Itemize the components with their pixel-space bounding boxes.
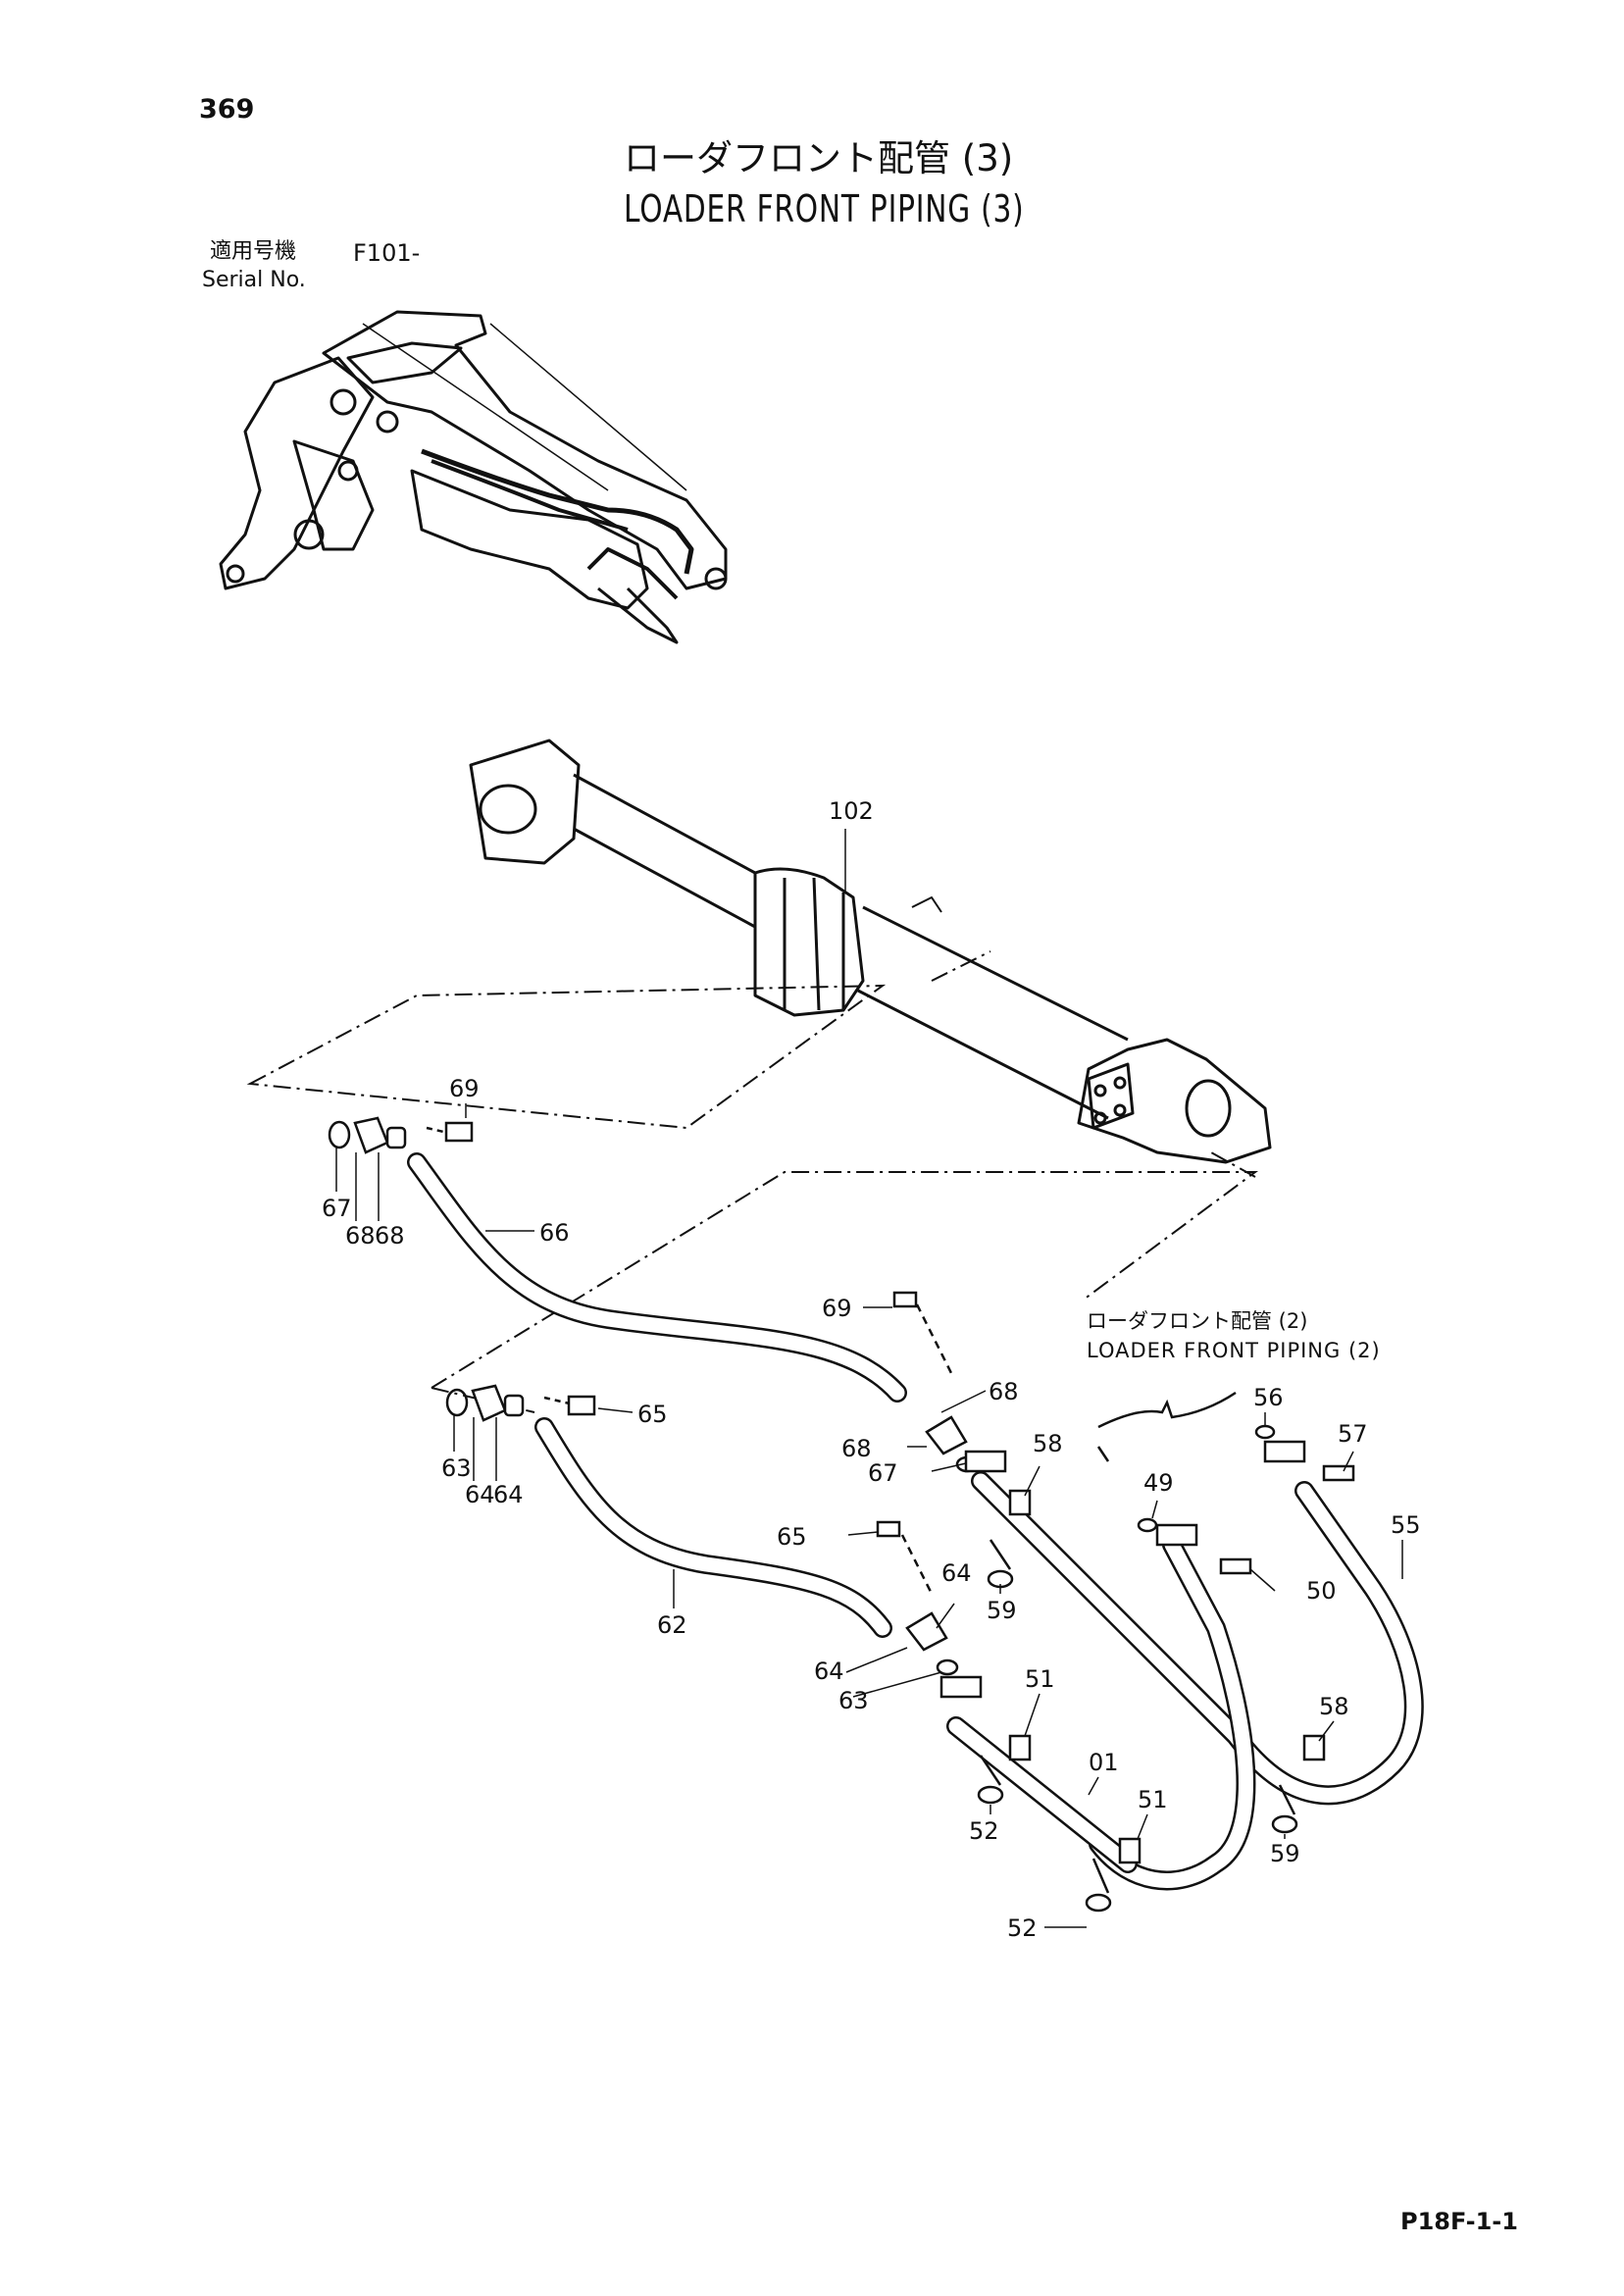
callout-62: 62 — [657, 1611, 687, 1639]
callout-64: 64 — [493, 1481, 524, 1508]
hydraulic-cylinder — [469, 739, 1272, 1164]
callout-102: 102 — [829, 797, 874, 825]
callout-51: 51 — [1138, 1786, 1168, 1813]
callout-63: 63 — [441, 1454, 472, 1482]
callout-64: 64 — [814, 1658, 844, 1685]
callout-58: 58 — [1033, 1430, 1063, 1457]
callout-52: 52 — [1007, 1914, 1038, 1942]
serial-number-value: F101- — [353, 239, 421, 267]
callout-49: 49 — [1143, 1469, 1174, 1497]
reference-label-english: LOADER FRONT PIPING (2) — [1087, 1339, 1381, 1362]
callout-68: 68 — [989, 1378, 1019, 1405]
callout-51: 51 — [1025, 1665, 1055, 1693]
callout-64: 64 — [465, 1481, 495, 1508]
callout-65: 65 — [637, 1401, 668, 1428]
serial-label-english: Serial No. — [202, 268, 306, 292]
callout-57: 57 — [1338, 1420, 1368, 1448]
callout-68: 68 — [375, 1222, 405, 1250]
callout-64: 64 — [941, 1559, 972, 1587]
callout-52: 52 — [969, 1817, 999, 1845]
callout-01: 01 — [1089, 1749, 1119, 1776]
leader-lines — [335, 829, 1403, 1928]
callout-55: 55 — [1391, 1511, 1421, 1539]
callout-68: 68 — [841, 1435, 872, 1462]
callout-63: 63 — [838, 1687, 869, 1714]
callout-69: 69 — [449, 1075, 480, 1102]
title-english: LOADER FRONT PIPING (3) — [624, 187, 1025, 230]
callout-69: 69 — [822, 1295, 852, 1322]
hoses — [407, 1152, 1424, 1891]
callout-68: 68 — [345, 1222, 376, 1250]
callout-58: 58 — [1319, 1693, 1349, 1720]
callout-66: 66 — [539, 1219, 570, 1247]
serial-label-japanese: 適用号機 — [210, 239, 297, 264]
page-code: P18F-1-1 — [1400, 2208, 1518, 2235]
title-japanese: ローダフロント配管 (3) — [624, 137, 1014, 179]
callout-59: 59 — [987, 1597, 1017, 1624]
loader-boom-illustration — [219, 310, 728, 644]
callout-67: 67 — [322, 1195, 352, 1222]
callout-numbers: 102 69 67 68 68 66 69 68 68 67 65 63 64 … — [322, 797, 1421, 1942]
callout-50: 50 — [1306, 1577, 1337, 1605]
callout-65: 65 — [777, 1523, 807, 1551]
callout-67: 67 — [868, 1459, 898, 1487]
page-number: 369 — [199, 94, 255, 125]
reference-label-japanese: ローダフロント配管 (2) — [1087, 1309, 1308, 1333]
reference-outlines — [246, 950, 1259, 1413]
fittings — [328, 1116, 1355, 1913]
callout-56: 56 — [1253, 1384, 1284, 1411]
callout-59: 59 — [1270, 1840, 1300, 1867]
